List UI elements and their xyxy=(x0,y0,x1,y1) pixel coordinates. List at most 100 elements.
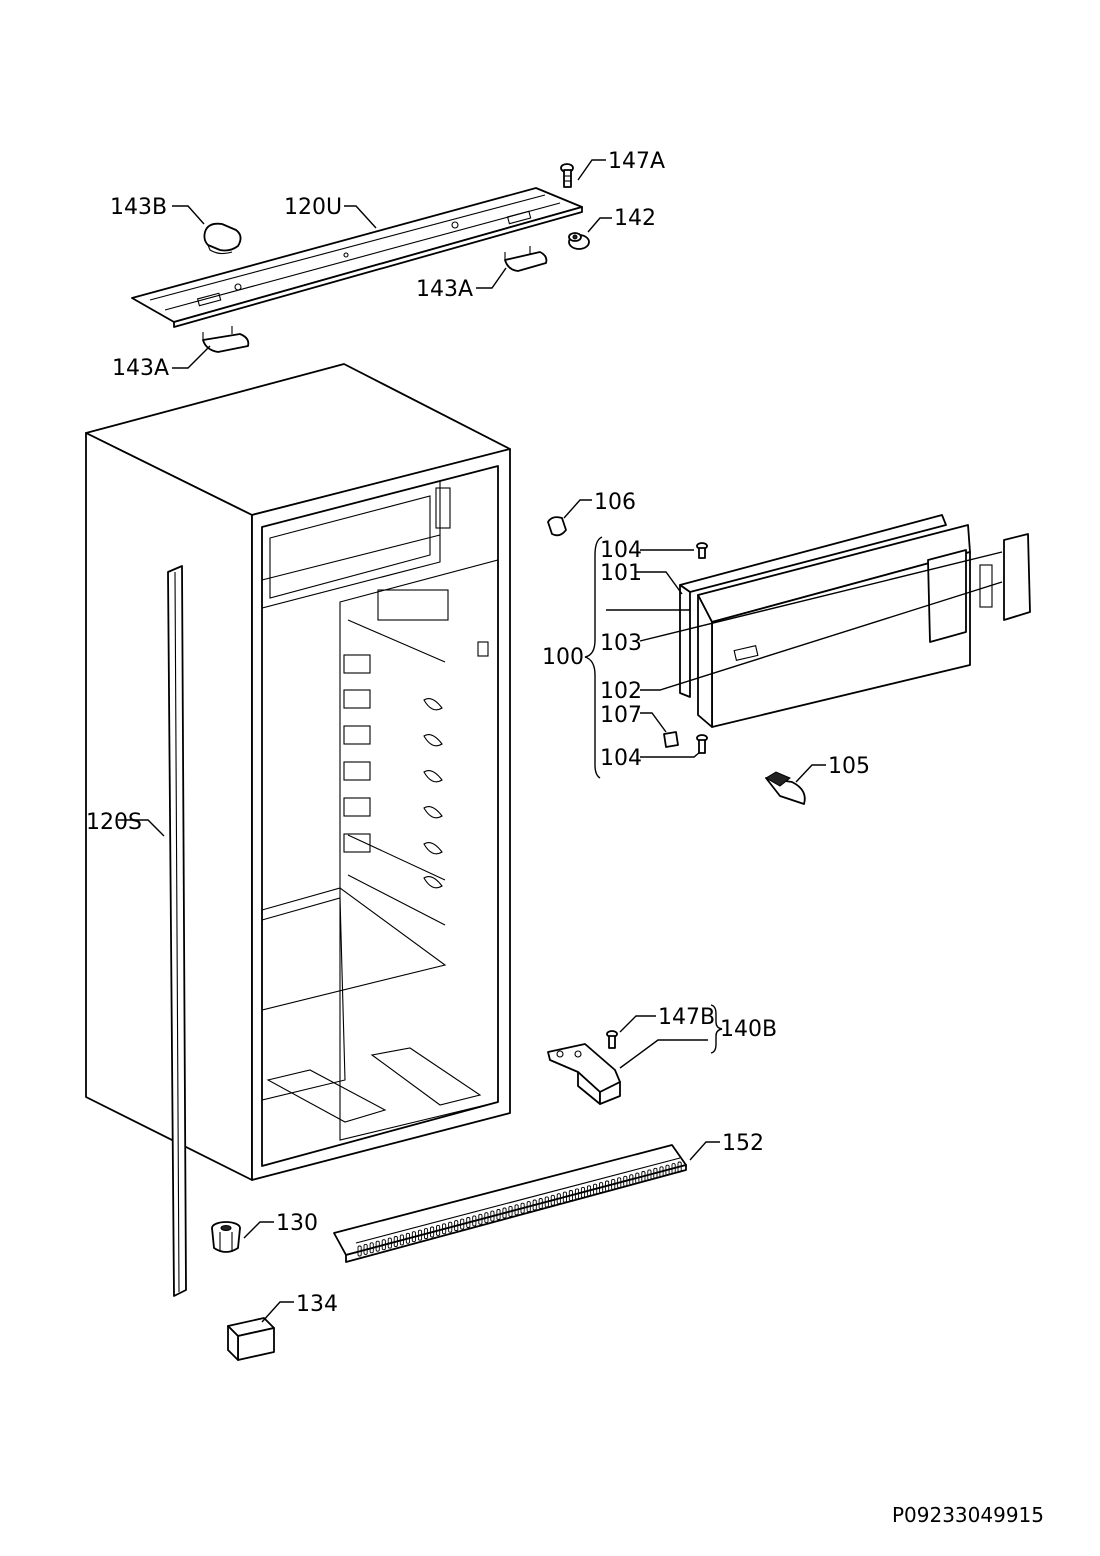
grille-slot xyxy=(556,1193,561,1205)
screw-147b xyxy=(606,1030,618,1049)
grille-slot xyxy=(665,1164,670,1176)
grille-slot xyxy=(544,1196,549,1208)
grille-slot xyxy=(430,1226,435,1238)
grille-slot xyxy=(580,1186,586,1198)
grille-slot xyxy=(641,1171,646,1182)
hinge-group-brace xyxy=(710,1004,723,1054)
grille-slot xyxy=(460,1218,465,1230)
door-gasket-101 xyxy=(679,514,947,698)
shelf-guides xyxy=(343,654,443,889)
grille-slot xyxy=(472,1215,477,1227)
block-134 xyxy=(227,1317,275,1361)
grille-slot xyxy=(671,1163,676,1175)
grille-slot xyxy=(635,1172,640,1184)
grille-slot xyxy=(411,1231,416,1243)
label-140b: 140B xyxy=(720,1017,777,1042)
label-102: 102 xyxy=(600,679,642,704)
grille-slot xyxy=(593,1183,598,1195)
grille-slot xyxy=(399,1234,404,1246)
cover-143a-top xyxy=(504,246,548,272)
label-101: 101 xyxy=(600,561,642,586)
grille-slot xyxy=(393,1236,398,1247)
grille-slot xyxy=(490,1210,495,1222)
cap-143b xyxy=(203,222,242,255)
label-152: 152 xyxy=(722,1131,764,1156)
label-120u: 120U xyxy=(284,195,342,220)
label-120s: 120S xyxy=(86,810,142,835)
clip-107 xyxy=(663,731,679,748)
label-142: 142 xyxy=(614,206,656,231)
grille-slot xyxy=(357,1245,362,1257)
grille-slot xyxy=(514,1204,519,1216)
foot-130 xyxy=(211,1221,241,1253)
label-106: 106 xyxy=(594,490,636,515)
door-hinge-cover xyxy=(927,533,1031,643)
label-147b: 147B xyxy=(658,1005,715,1030)
grille-slot xyxy=(369,1242,374,1254)
grille-slot xyxy=(423,1228,429,1240)
grille-slot xyxy=(454,1220,459,1232)
label-104-top: 104 xyxy=(600,538,642,563)
screw-147a xyxy=(560,163,574,188)
grille-slot xyxy=(629,1174,634,1186)
hinge-140b xyxy=(547,1043,621,1105)
grille-slot xyxy=(653,1167,658,1179)
grille-slot xyxy=(436,1224,441,1236)
label-143a-top: 143A xyxy=(416,277,473,302)
document-code: P09233049915 xyxy=(892,1503,1044,1527)
grille-slot xyxy=(532,1199,537,1211)
grille-slot xyxy=(448,1221,453,1233)
door-group-brace xyxy=(584,536,603,779)
grille-slot xyxy=(647,1169,652,1181)
label-105: 105 xyxy=(828,754,870,779)
grille-slot xyxy=(478,1213,483,1225)
grille-slot xyxy=(387,1237,392,1249)
label-107: 107 xyxy=(600,703,642,728)
grille-slot xyxy=(520,1202,525,1214)
grille-slot xyxy=(363,1243,368,1255)
grille-slot xyxy=(617,1177,622,1189)
label-134: 134 xyxy=(296,1292,338,1317)
label-130: 130 xyxy=(276,1211,318,1236)
screw-104-top xyxy=(696,542,708,559)
grille-slot xyxy=(574,1188,580,1200)
door-panel-103 xyxy=(697,524,971,728)
bushing-142 xyxy=(568,232,590,250)
label-147a: 147A xyxy=(608,149,665,174)
grille-slot xyxy=(502,1207,507,1219)
grille-slot xyxy=(550,1194,555,1206)
label-143b: 143B xyxy=(110,195,167,220)
grille-slot xyxy=(508,1205,513,1217)
grille-slot xyxy=(417,1229,423,1241)
grille-slot xyxy=(611,1178,616,1190)
grille-slot xyxy=(659,1166,664,1178)
grille-slot xyxy=(526,1201,531,1213)
grille-slots xyxy=(357,1161,682,1257)
screw-104-bottom xyxy=(696,734,708,754)
grille-slot xyxy=(538,1198,543,1209)
label-103: 103 xyxy=(600,631,642,656)
grille-slot xyxy=(562,1191,567,1203)
grille-slot xyxy=(375,1240,380,1252)
grille-slot xyxy=(484,1212,489,1224)
buffer-106 xyxy=(547,516,567,537)
grille-slot xyxy=(496,1209,501,1220)
grille-slot xyxy=(442,1223,447,1235)
grille-slot xyxy=(466,1217,471,1228)
cabinet-body xyxy=(85,363,511,1181)
grille-slot xyxy=(677,1161,682,1173)
grille-slot xyxy=(599,1182,604,1194)
label-143a-left: 143A xyxy=(112,356,169,381)
top-frame-120u xyxy=(131,187,583,328)
leader-lines xyxy=(118,159,1003,1323)
side-seal-120s xyxy=(167,565,187,1297)
grille-slot xyxy=(405,1232,410,1244)
label-100: 100 xyxy=(542,645,584,670)
grille-slot xyxy=(623,1175,628,1187)
grille-slot xyxy=(381,1239,386,1251)
grille-152 xyxy=(333,1144,687,1263)
part-labels: 147A 143B 120U 142 143A 143A 106 104 101… xyxy=(86,149,870,1317)
handle-pin-105 xyxy=(765,771,806,805)
cover-143a-left xyxy=(202,326,250,353)
